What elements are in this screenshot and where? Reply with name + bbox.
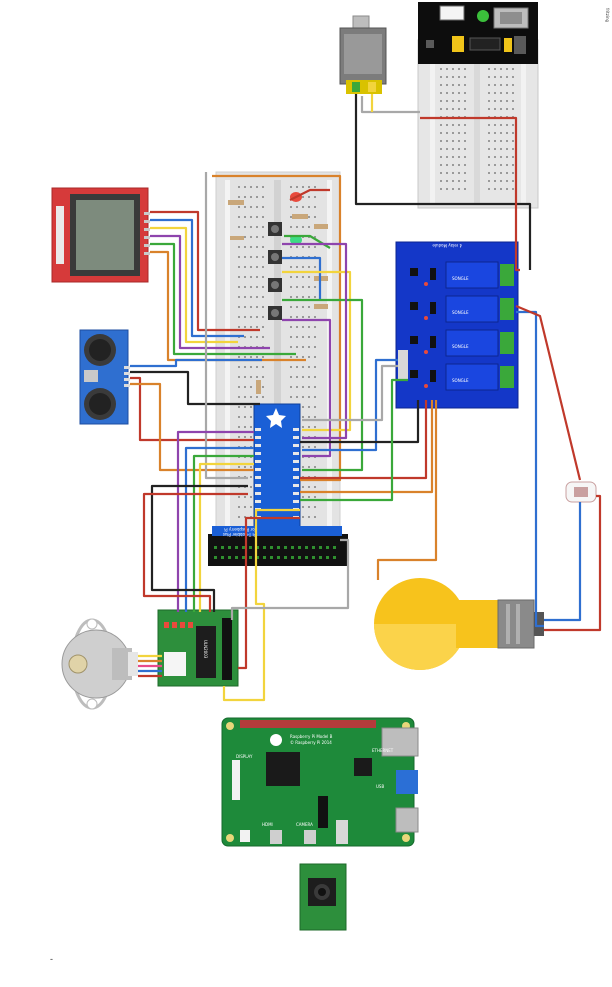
wire [282, 270, 352, 432]
wire [354, 94, 532, 270]
footnote-mark: - [50, 954, 53, 964]
wire [150, 484, 248, 612]
wire [198, 462, 254, 612]
pi-port-label: DISPLAY [236, 754, 253, 759]
wire [150, 234, 270, 350]
light-bulb [374, 578, 544, 670]
relay: SONGLE [410, 295, 514, 323]
wire [289, 188, 330, 201]
resistor [256, 380, 261, 394]
push-button [268, 278, 282, 292]
fritzing-watermark: fritzing [605, 8, 610, 22]
wire [300, 400, 428, 480]
wire [282, 318, 332, 458]
wire [130, 376, 254, 442]
wire [150, 242, 296, 356]
photoresistor [565, 481, 597, 503]
wire [282, 242, 348, 440]
push-button [268, 306, 282, 320]
wire [544, 502, 582, 622]
power-breadboard [417, 2, 539, 209]
wire [238, 516, 300, 670]
wire [360, 96, 420, 114]
raspberry-pi: Raspberry Pi Model B © Raspberry Pi 2014… [221, 717, 419, 847]
relay: SONGLE [410, 329, 514, 357]
push-button [268, 250, 282, 264]
wire [130, 358, 262, 368]
pi-title: Raspberry Pi Model B [290, 734, 333, 739]
wire [204, 172, 248, 480]
wire [515, 304, 582, 481]
driver-chip-label: ULN2003 [203, 640, 208, 659]
wire [184, 446, 254, 612]
stepper-driver-board: ULN2003 [157, 609, 239, 687]
relay-brand: SONGLE [452, 378, 469, 383]
relay-brand: SONGLE [452, 344, 469, 349]
push-button [268, 222, 282, 236]
wire [302, 358, 398, 452]
pi-port-label: HDMI [262, 822, 273, 827]
pi-port-label: CAMERA [296, 822, 313, 827]
ultrasonic-sensor [79, 329, 130, 425]
camera-module [299, 863, 347, 931]
wire [222, 508, 300, 702]
wire [300, 400, 434, 494]
relay-brand: SONGLE [452, 310, 469, 315]
wire [192, 454, 254, 612]
pi-port-label: ETHERNET [372, 748, 394, 753]
wire [376, 400, 438, 580]
nokia-lcd [51, 187, 150, 283]
wire [282, 298, 364, 472]
pi-copyright: © Raspberry Pi 2014 [290, 740, 332, 745]
wire [300, 378, 408, 502]
wire [544, 494, 602, 632]
main-breadboard-holes [238, 186, 316, 528]
green-led [290, 235, 302, 245]
wire [142, 492, 248, 612]
wire [230, 538, 350, 620]
relay: SONGLE [410, 261, 514, 289]
cobbler-subtitle: for Raspberry Pi [224, 527, 256, 532]
wire [302, 364, 398, 422]
wire [176, 430, 254, 612]
wire [420, 116, 520, 272]
wire [516, 310, 544, 628]
power-supply-module [418, 2, 538, 64]
wires [130, 94, 602, 702]
resistor [292, 214, 308, 219]
wire [282, 256, 322, 300]
wire [130, 370, 260, 406]
resistor [314, 304, 328, 309]
resistor [228, 200, 244, 205]
resistor [230, 236, 244, 240]
relay-module-title: 4 relay Module [432, 243, 462, 248]
wire [150, 218, 244, 338]
resistor [314, 224, 328, 229]
dc-motor [339, 15, 387, 94]
relay-module: 4 relay Module SONGLE SONGLE SONGLE [395, 241, 519, 409]
pi-port-label: USB [376, 784, 384, 789]
relay-brand: SONGLE [452, 276, 469, 281]
wire [150, 210, 260, 332]
wire [150, 226, 238, 344]
stepper-motor [61, 618, 138, 710]
wire [212, 174, 342, 482]
cobbler-title: Pi T-Cobbler Plus [223, 532, 256, 537]
wire [300, 400, 420, 444]
relay: SONGLE [410, 363, 514, 391]
